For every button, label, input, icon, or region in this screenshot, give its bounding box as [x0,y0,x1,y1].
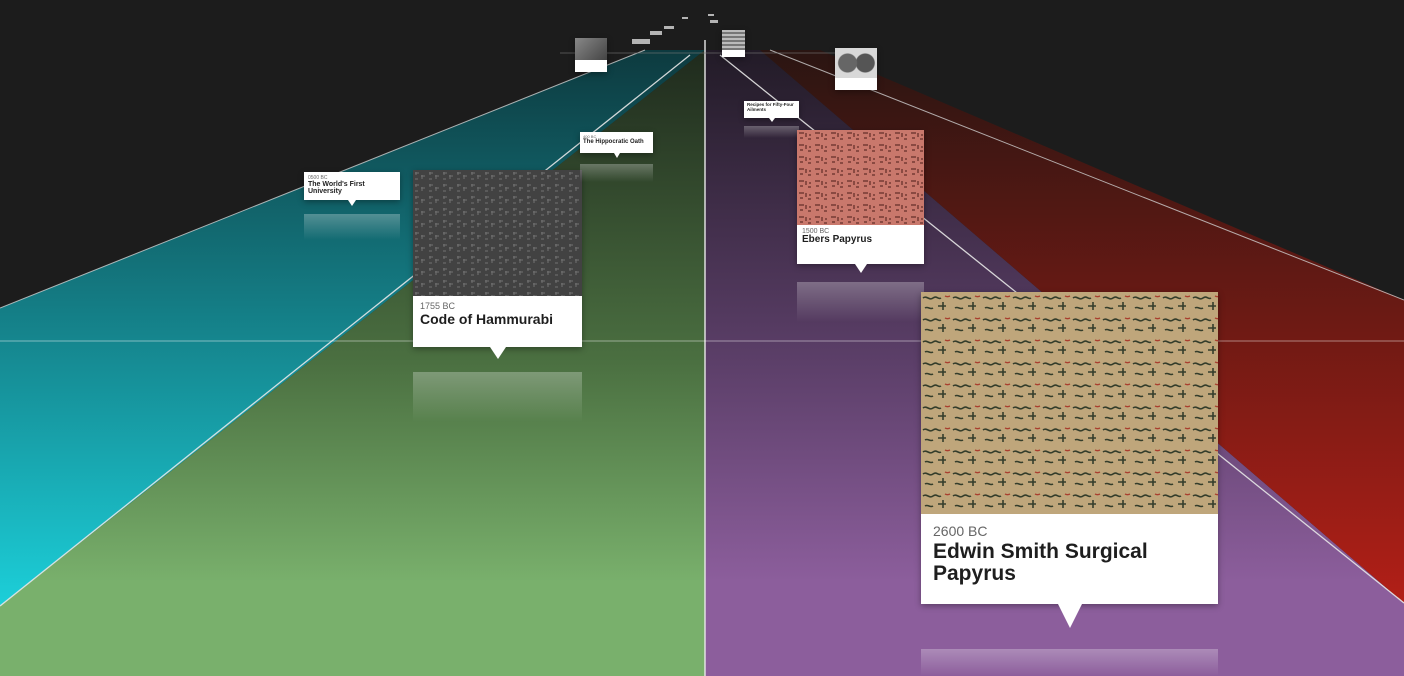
event-card-university[interactable]: 0500 BC The World's First University [304,172,400,206]
event-text: 2600 BC Edwin Smith Surgical Papyrus [933,523,1206,585]
event-card-recipes[interactable]: Recipes for Fifty-Four Ailments [744,101,799,122]
event-date: 1755 BC [420,301,456,311]
distant-event-marker[interactable] [664,26,674,29]
event-title: Ebers Papyrus [802,234,873,245]
event-date: 1500 BC [802,228,830,235]
event-pointer [489,347,506,359]
distant-event-card-relief[interactable] [575,38,607,72]
distant-event-marker[interactable] [632,39,650,44]
event-date: 2600 BC [933,523,988,539]
event-image [575,38,607,60]
event-date: 400 BC [583,134,597,139]
event-pointer [613,153,620,158]
event-pointer [348,200,356,206]
event-date: 0500 BC [308,175,328,181]
event-card-hippocratic[interactable]: 400 BC The Hippocratic Oath [580,132,653,158]
event-title: Recipes for Fifty-Four Ailments [747,102,794,112]
distant-event-marker[interactable] [708,14,714,16]
event-card-edwin-smith[interactable]: 2600 BC Edwin Smith Surgical Papyrus [921,292,1218,628]
distant-event-marker[interactable] [682,17,688,19]
event-pointer [854,264,867,273]
distant-event-marker[interactable] [650,31,662,35]
event-image [921,292,1218,514]
event-text: 1755 BC Code of Hammurabi [420,301,576,327]
event-pointer [1057,604,1082,628]
event-image [722,30,745,50]
event-title: The Hippocratic Oath [583,139,644,145]
distant-event-card-coins[interactable] [835,48,877,90]
event-card-hammurabi[interactable]: 1755 BC Code of Hammurabi [413,170,582,359]
event-card-ebers[interactable]: 1500 BC Ebers Papyrus [797,130,924,273]
event-title: The World's First University [308,181,365,196]
distant-event-card-tablet[interactable] [722,30,745,57]
event-pointer [768,118,775,122]
event-image [835,48,877,78]
distant-event-marker[interactable] [710,20,718,23]
event-title: Edwin Smith Surgical Papyrus [933,540,1148,586]
event-title: Code of Hammurabi [420,311,554,327]
event-image [797,130,924,225]
event-text: 1500 BC Ebers Papyrus [802,228,919,246]
event-image [413,170,582,296]
